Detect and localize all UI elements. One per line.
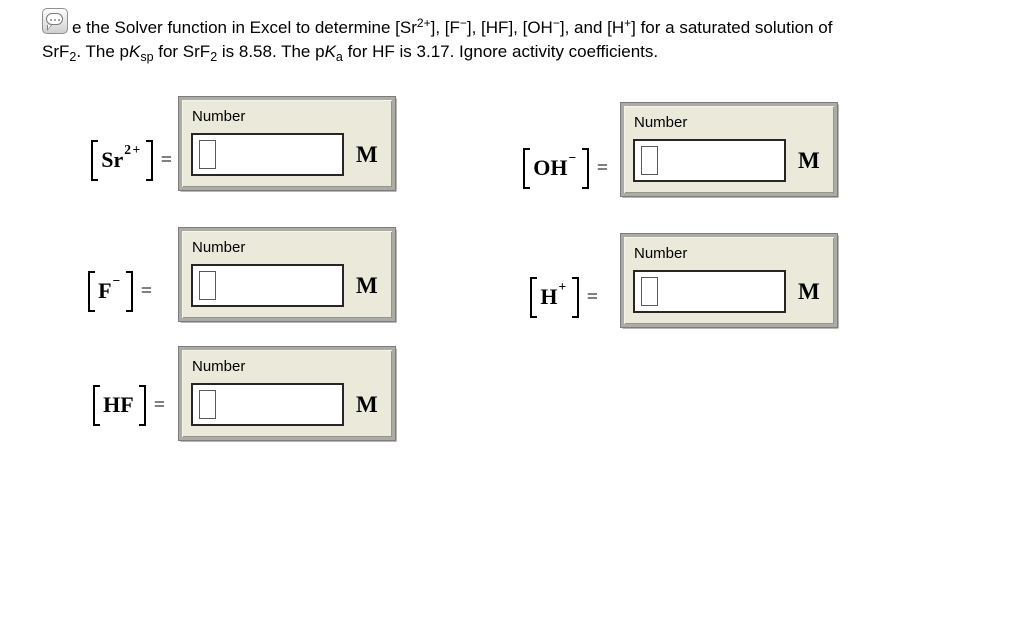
unit-label: M — [356, 273, 378, 298]
formula-superscript: − — [568, 150, 578, 165]
problem-line-2: SrF2. The pKsp for SrF2 is 8.58. The pKa… — [42, 42, 659, 64]
oh-concentration-label: OH− = — [460, 146, 608, 190]
hf-number-input[interactable] — [191, 383, 344, 426]
close-bracket — [145, 139, 153, 181]
formula-text: HF — [103, 392, 134, 417]
equals-sign: = — [586, 285, 598, 308]
f-number-input[interactable] — [191, 264, 344, 307]
formula-superscript: + — [558, 279, 568, 294]
ellipsis-dot-icon — [54, 19, 56, 21]
number-field-label: Number — [192, 239, 246, 256]
formula-text: H — [540, 284, 558, 309]
close-bracket — [571, 276, 579, 318]
hf-answer-panel: Number M — [178, 346, 396, 441]
open-bracket — [91, 139, 99, 181]
formula-text: OH — [533, 155, 568, 180]
number-field-label: Number — [192, 108, 246, 125]
number-field-label: Number — [634, 114, 688, 131]
unit-label: M — [356, 142, 378, 167]
h-concentration-label: H+ = — [460, 275, 598, 319]
equals-sign: = — [153, 393, 165, 416]
open-bracket — [88, 270, 96, 312]
number-field-label: Number — [192, 358, 246, 375]
problem-line-1: e the Solver function in Excel to determ… — [72, 16, 833, 37]
comment-icon[interactable] — [42, 8, 68, 34]
close-bracket — [125, 270, 133, 312]
h-number-input[interactable] — [633, 270, 786, 313]
equals-sign: = — [140, 279, 152, 302]
formula-text: F — [98, 278, 112, 303]
equals-sign: = — [596, 156, 608, 179]
sr-number-input[interactable] — [191, 133, 344, 176]
problem-statement: e the Solver function in Excel to determ… — [42, 11, 992, 69]
speech-bubble-icon — [46, 13, 63, 25]
empty-answer-box-icon — [199, 140, 216, 169]
empty-answer-box-icon — [199, 271, 216, 300]
f-answer-panel: Number M — [178, 227, 396, 322]
speech-bubble-tail-icon — [47, 25, 52, 31]
formula-superscript: 2+ — [124, 142, 142, 157]
h-answer-panel: Number M — [620, 233, 838, 328]
formula-text: Sr — [101, 147, 124, 172]
ellipsis-dot-icon — [50, 19, 52, 21]
empty-answer-box-icon — [641, 277, 658, 306]
number-field-label: Number — [634, 245, 688, 262]
open-bracket — [530, 276, 538, 318]
oh-answer-panel: Number M — [620, 102, 838, 197]
empty-answer-box-icon — [641, 146, 658, 175]
open-bracket — [93, 384, 101, 426]
sr-answer-panel: Number M — [178, 96, 396, 191]
close-bracket — [138, 384, 146, 426]
f-concentration-label: F− = — [30, 269, 152, 313]
close-bracket — [581, 147, 589, 189]
ellipsis-dot-icon — [58, 19, 60, 21]
open-bracket — [523, 147, 531, 189]
oh-number-input[interactable] — [633, 139, 786, 182]
equals-sign: = — [160, 148, 172, 171]
unit-label: M — [356, 392, 378, 417]
unit-label: M — [798, 279, 820, 304]
formula-superscript: − — [112, 273, 122, 288]
hf-concentration-label: HF = — [30, 383, 165, 427]
unit-label: M — [798, 148, 820, 173]
empty-answer-box-icon — [199, 390, 216, 419]
